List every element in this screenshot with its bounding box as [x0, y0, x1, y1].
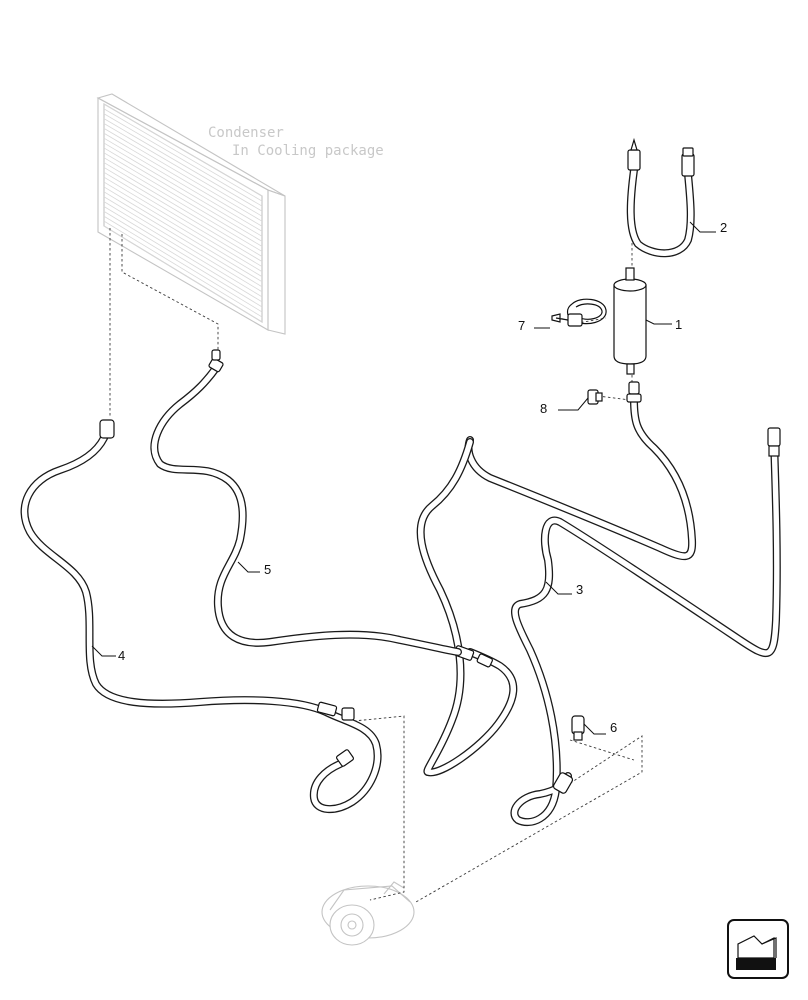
callout-3: 3: [545, 581, 583, 597]
condenser-ghost: Condenser In Cooling package: [96, 93, 384, 335]
receiver-drier: [613, 267, 647, 375]
callout-2-label: 2: [720, 220, 727, 235]
callout-4-label: 4: [118, 648, 125, 663]
callout-1: 1: [645, 317, 682, 332]
callout-4: 4: [91, 645, 125, 663]
condenser-label-line1: Condenser: [208, 125, 284, 141]
hose-2: [626, 137, 695, 258]
service-valve: [571, 715, 585, 741]
hose-3: [416, 438, 518, 777]
callout-8-label: 8: [540, 401, 547, 416]
callout-1-label: 1: [675, 317, 682, 332]
hose-2-fitting-right: [681, 153, 695, 177]
callout-6: 6: [583, 720, 617, 735]
drier-outlet-hose: [464, 381, 697, 561]
hose-4: [20, 419, 382, 813]
callout-3-label: 3: [576, 582, 583, 597]
compressor-ghost: [321, 881, 415, 946]
callout-2: 2: [689, 220, 727, 235]
hose-3-outer: [510, 427, 781, 827]
callout-6-label: 6: [610, 720, 617, 735]
condenser-label-line2: In Cooling package: [232, 143, 384, 159]
callout-7: 7: [518, 318, 550, 333]
callout-8: 8: [540, 397, 589, 416]
pressure-switch: [587, 389, 603, 405]
callout-5-label: 5: [264, 562, 271, 577]
connection-lines: [109, 188, 643, 903]
hose-2-fitting-left: [627, 149, 641, 171]
hose-5: [150, 349, 462, 656]
callout-7-label: 7: [518, 318, 525, 333]
drier-clamp: [551, 298, 607, 327]
next-page-arrow-icon[interactable]: [727, 919, 789, 979]
callout-5: 5: [237, 561, 271, 577]
